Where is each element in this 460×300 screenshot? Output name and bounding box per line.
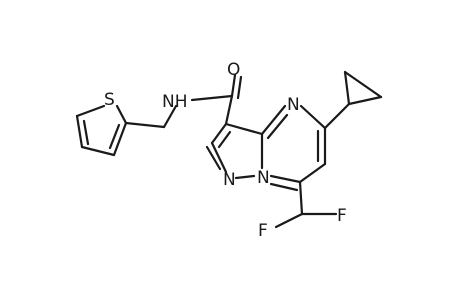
bond-carbonyl-o-double xyxy=(236,75,243,100)
bond-c5-cyclopropyl xyxy=(323,102,351,130)
bond-pyrimidine-c7-n7a xyxy=(269,174,302,184)
bond-cyclopropyl-3 xyxy=(343,70,383,99)
bond-carbonyl-o xyxy=(230,73,237,98)
atom-sulfur: S xyxy=(104,90,115,110)
bond-thiophene-c3-c2 xyxy=(112,121,128,157)
bond-pyrazole-n1-c2 xyxy=(210,141,228,174)
bond-pyrimidine-n4-c5 xyxy=(299,104,327,130)
bond-pyrimidine-c3a-n4 xyxy=(260,104,287,136)
bond-cyclopropyl-2 xyxy=(347,95,383,106)
bond-pyrazole-c2-c3 xyxy=(210,122,228,145)
bond-thiophene-c5-c4-double xyxy=(82,119,90,146)
bond-carbonyl-nh xyxy=(190,94,234,102)
bond-c7-chf2 xyxy=(298,180,304,216)
bond-pyrazole-n7a-n1 xyxy=(234,174,256,180)
atom-oxygen: O xyxy=(227,60,240,80)
atom-pyrazole-nitrogen-1: N xyxy=(223,170,236,190)
atom-pyrimidine-nitrogen: N xyxy=(287,95,300,115)
bond-ch2-thiophene xyxy=(124,121,166,129)
bond-thiophene-c2-s xyxy=(115,104,128,125)
bond-pyrazole-n1-c2-double xyxy=(205,145,222,171)
bond-chf2-f1 xyxy=(274,212,304,229)
bond-pyrazole-c3-c3a xyxy=(224,122,264,136)
bond-thiophene-c3-c2-double xyxy=(108,123,121,150)
bond-pyrimidine-c7-n7a-double xyxy=(269,182,299,192)
atom-fluorine-2: F xyxy=(337,206,347,226)
bond-thiophene-c5-c4 xyxy=(75,114,84,149)
atom-pyrazole-nitrogen-2: N xyxy=(257,168,270,188)
bond-nh-ch2 xyxy=(162,104,178,129)
bond-thiophene-s-c5 xyxy=(75,104,106,118)
bond-pyrimidine-c3a-n4-double xyxy=(266,113,289,140)
bond-pyrimidine-c6-c7 xyxy=(298,162,327,184)
bond-thiophene-c4-c3 xyxy=(80,145,116,157)
bond-pyrazole-c2-c3-double xyxy=(217,130,232,149)
atom-fluorine-1: F xyxy=(258,221,268,241)
bond-cyclopropyl-1 xyxy=(343,70,351,106)
bond-c3-carbonyl xyxy=(224,94,234,126)
atom-amide-nitrogen: NH xyxy=(162,92,188,112)
